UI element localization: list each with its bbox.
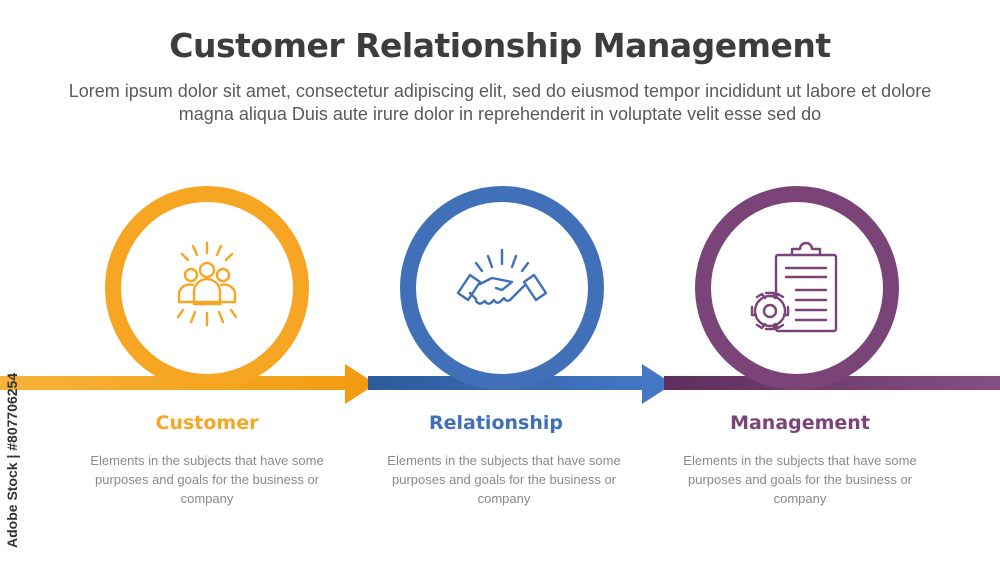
arrow-head-relationship — [642, 364, 673, 404]
step-title-management: Management — [730, 412, 870, 434]
process-flow-diagram — [0, 186, 1000, 404]
page-title: Customer Relationship Management — [169, 26, 831, 65]
circle-customer — [105, 186, 309, 390]
people-group-icon — [176, 241, 238, 327]
step-description-management: Elements in the subjects that have some … — [683, 453, 917, 506]
circle-relationship — [400, 186, 604, 390]
arrow-head-customer — [345, 364, 376, 404]
handshake-icon — [456, 248, 548, 305]
step-title-relationship: Relationship — [429, 412, 563, 434]
clipboard-gear-icon — [750, 241, 838, 333]
circle-management — [695, 186, 899, 390]
step-description-relationship: Elements in the subjects that have some … — [387, 453, 621, 506]
watermark-text: Adobe Stock | #807706254 — [4, 372, 20, 548]
step-title-customer: Customer — [155, 412, 259, 434]
page-subtitle: Lorem ipsum dolor sit amet, consectetur … — [68, 81, 932, 124]
step-description-customer: Elements in the subjects that have some … — [90, 453, 324, 506]
